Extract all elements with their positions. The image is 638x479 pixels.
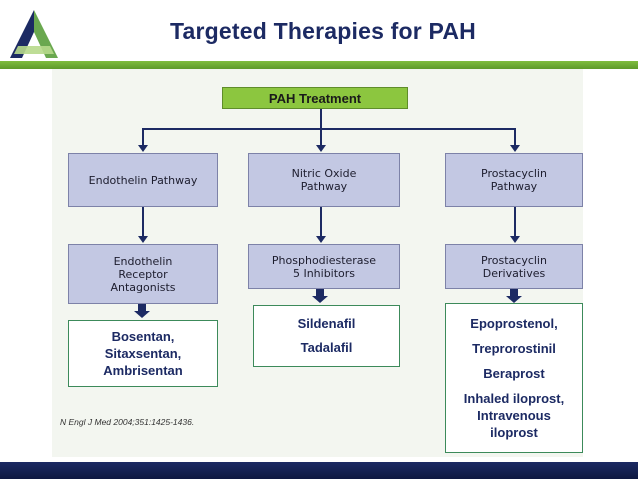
down-arrow-icon — [134, 304, 150, 318]
drug-name: iloprost — [490, 425, 538, 440]
connector-horizontal — [142, 128, 515, 130]
arrowhead — [510, 145, 520, 152]
drugs-node-era: Bosentan, Sitaxsentan, Ambrisentan — [68, 320, 218, 387]
drug-name: Treprorostinil — [472, 341, 556, 356]
connector-col3-down — [514, 128, 516, 146]
mechanism-node-pde5: Phosphodiesterase 5 Inhibitors — [248, 244, 400, 289]
node-line: Nitric Oxide — [291, 167, 357, 180]
connector-col2-mid — [320, 207, 322, 237]
node-line: Prostacyclin — [481, 167, 547, 180]
drug-name: Sildenafil — [297, 316, 356, 331]
node-line: 5 Inhibitors — [292, 266, 356, 280]
arrowhead — [316, 236, 326, 243]
node-line: Pathway — [490, 180, 538, 193]
footer-bar — [0, 462, 638, 479]
node-line: Prostacyclin — [481, 253, 547, 267]
arrowhead — [316, 145, 326, 152]
drugs-node-pde5: Sildenafil Tadalafil — [253, 305, 400, 367]
drug-name: Beraprost — [483, 366, 545, 381]
page-title: Targeted Therapies for PAH — [170, 18, 476, 44]
triangle-logo-icon — [10, 10, 58, 58]
drug-name: Intravenous — [477, 408, 551, 423]
down-arrow-icon — [312, 289, 328, 303]
connector-col2-down — [320, 128, 322, 146]
connector-col1-mid — [142, 207, 144, 237]
node-line: Antagonists — [110, 280, 176, 294]
arrowhead — [138, 145, 148, 152]
arrowhead — [138, 236, 148, 243]
down-arrow-icon — [506, 289, 522, 303]
connector-col1-down — [142, 128, 144, 146]
node-line: Pathway — [300, 180, 348, 193]
arrowhead — [510, 236, 520, 243]
citation: N Engl J Med 2004;351:1425-1436. — [60, 417, 195, 427]
drugs-node-prostacyclin: Epoprostenol, Treprorostinil Beraprost I… — [445, 303, 583, 453]
drug-name: Sitaxsentan, — [104, 346, 182, 361]
drug-name: Ambrisentan — [103, 363, 183, 378]
drug-name: Bosentan, — [111, 329, 175, 344]
connector-col3-mid — [514, 207, 516, 237]
node-line: Receptor — [118, 267, 168, 281]
node-line: Phosphodiesterase — [271, 253, 377, 267]
root-node: PAH Treatment — [222, 87, 408, 109]
mechanism-node-era: Endothelin Receptor Antagonists — [68, 244, 218, 304]
pathway-node-prostacyclin: Prostacyclin Pathway — [445, 153, 583, 207]
connector-root-down — [320, 109, 322, 129]
node-line: Endothelin Pathway — [88, 173, 198, 187]
drug-name: Epoprostenol, — [470, 316, 558, 331]
mechanism-node-prostacyclin-derivatives: Prostacyclin Derivatives — [445, 244, 583, 289]
node-line: Derivatives — [482, 266, 546, 280]
header-divider — [0, 61, 638, 69]
pathway-node-nitric-oxide: Nitric Oxide Pathway — [248, 153, 400, 207]
drug-name: Inhaled iloprost, — [463, 391, 565, 406]
node-line: Endothelin — [113, 254, 173, 268]
pathway-node-endothelin: Endothelin Pathway — [68, 153, 218, 207]
drug-name: Tadalafil — [300, 340, 353, 355]
